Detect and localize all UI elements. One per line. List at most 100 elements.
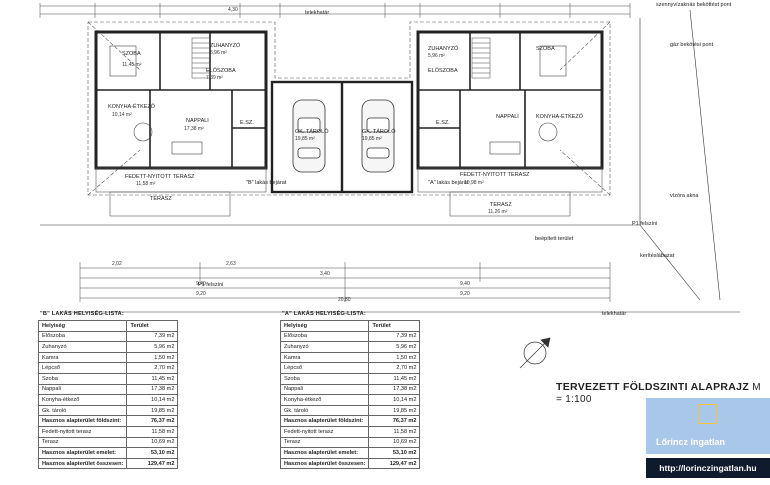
area-konyha-b: 10,14 m² xyxy=(112,112,132,118)
cell-area: 10,69 m2 xyxy=(126,436,179,449)
cell-area: 7,39 m2 xyxy=(368,330,421,343)
label-terasz-b: TERASZ xyxy=(150,196,172,202)
cell-room: Konyha-étkező xyxy=(279,394,370,406)
area-nappali-b: 17,38 m² xyxy=(184,126,204,132)
stairs-right xyxy=(471,37,491,79)
cell-room: Előszoba xyxy=(37,330,128,343)
label-szoba-a: SZOBA xyxy=(536,46,555,52)
sum-row: Hasznos alapterület összesen:129,47 m2 xyxy=(37,457,179,470)
drawing-scale: M = 1:100 xyxy=(556,382,761,405)
cell-room: Kamra xyxy=(279,351,370,364)
label-konyha-b: KONYHA-ÉTKEZŐ xyxy=(108,103,156,110)
label-telekhatar-top: telekhatár xyxy=(305,10,329,16)
cell-area: 19,85 m2 xyxy=(126,404,179,417)
cell-area: 7,39 m2 xyxy=(126,330,179,343)
label-fedett-terasz-a: FEDETT-NYITOTT TERASZ xyxy=(460,172,530,178)
cell-room: Konyha-étkező xyxy=(37,394,128,406)
cell-area: 1,50 m2 xyxy=(126,351,179,364)
sum-row: Hasznos alapterület emelet:53,10 m2 xyxy=(279,447,421,459)
area-zuhanyzo-b: 5,96 m² xyxy=(210,50,227,56)
unit-a-inner-walls xyxy=(418,32,602,168)
cell-area: 19,85 m2 xyxy=(368,404,421,417)
sum-row: Hasznos alapterület földszint:76,37 m2 xyxy=(37,415,179,427)
dimension-labels: 9,40 9,40 20,80 9,20 9,20 4,30 3,40 2,02… xyxy=(112,7,508,303)
area-zuhanyzo-a: 5,96 m² xyxy=(428,53,445,59)
cell-room: Kamra xyxy=(37,351,128,364)
unit-a-walls xyxy=(416,30,604,170)
sum-label: Hasznos alapterület földszint: xyxy=(37,415,128,427)
cell-room: Fedett-nyitott terasz xyxy=(37,425,128,438)
cell-area: 2,70 m2 xyxy=(368,362,421,374)
label-esz-b: E.SZ. xyxy=(240,120,254,126)
dim-a-9-20: 9,20 xyxy=(460,291,470,297)
dim-2-63: 2,63 xyxy=(226,261,236,267)
dim-2-02: 2,02 xyxy=(112,261,122,267)
cell-area: 11,58 m2 xyxy=(126,425,179,438)
cell-area: 10,14 m2 xyxy=(126,394,179,406)
table-a-title: "A" LAKÁS HELYISÉG-LISTA: xyxy=(282,311,366,317)
label-nappali-a: NAPPALI xyxy=(496,114,519,120)
cell-room: Nappali xyxy=(37,383,128,396)
label-kerites: kerítéslábazat xyxy=(640,253,675,259)
label-eloszoba-a: ELŐSZOBA xyxy=(428,67,458,74)
label-zuhanyzo-b: ZUHANYZÓ xyxy=(210,42,241,49)
sum-row: Hasznos alapterület emelet:53,10 m2 xyxy=(37,447,179,459)
brand-url[interactable]: http://lorinczingatlan.hu xyxy=(646,458,770,478)
dim-b-9-40: 9,40 xyxy=(196,281,206,287)
bottom-dimension-lines xyxy=(79,262,611,302)
cell-room: Gk. tároló xyxy=(279,404,370,417)
sum-label: Hasznos alapterület emelet: xyxy=(279,447,370,459)
label-szoba-b: SZOBA xyxy=(122,51,141,57)
sum-label: Hasznos alapterület összesen: xyxy=(279,457,370,470)
area-fedett-b: 11,58 m² xyxy=(136,181,156,187)
cell-room: Gk. tároló xyxy=(37,404,128,417)
label-konyha-a: KONYHA-ÉTKEZŐ xyxy=(536,113,584,120)
cell-area: 17,38 m2 xyxy=(368,383,421,396)
label-nappali-b: NAPPALI xyxy=(186,118,209,124)
drawing-title-text: TERVEZETT FÖLDSZINTI ALAPRAJZ xyxy=(556,381,750,393)
label-a-lakas-bejarat: "A" lakás bejárat xyxy=(428,180,469,186)
label-fedett-terasz-b: FEDETT-NYITOTT TERASZ xyxy=(125,174,195,180)
sum-value: 53,10 m2 xyxy=(368,447,421,459)
car-left xyxy=(292,99,326,173)
cell-room: Zuhanyzó xyxy=(279,341,370,353)
col-room: Helyiség xyxy=(37,320,128,332)
brand-name: Lőrincz ingatlan xyxy=(656,437,726,447)
lot-lines xyxy=(40,9,740,313)
dim-b-9-20: 9,20 xyxy=(196,291,206,297)
cell-area: 11,45 m2 xyxy=(126,372,179,385)
dining-tables xyxy=(109,45,567,155)
label-gaz: gáz bekötési pont xyxy=(670,42,714,48)
col-area: Terület xyxy=(126,320,179,332)
cell-room: Fedett-nyitott terasz xyxy=(279,425,370,438)
dim-top-4-30: 4,30 xyxy=(228,7,238,13)
area-gk-a: 19,85 m² xyxy=(362,136,382,142)
label-beepitett: beépített terület xyxy=(535,236,574,242)
dim-a-9-40: 9,40 xyxy=(460,281,470,287)
sum-value: 129,47 m2 xyxy=(126,457,179,470)
label-telekhatar-bottom: telekhatár xyxy=(602,311,626,317)
cell-area: 1,50 m2 xyxy=(368,351,421,364)
label-felszin-right: P1 felszíni xyxy=(632,221,657,227)
cell-room: Terasz xyxy=(279,436,370,449)
house-logo-icon xyxy=(698,404,718,424)
cell-room: Szoba xyxy=(37,372,128,385)
sum-value: 76,37 m2 xyxy=(126,415,179,427)
